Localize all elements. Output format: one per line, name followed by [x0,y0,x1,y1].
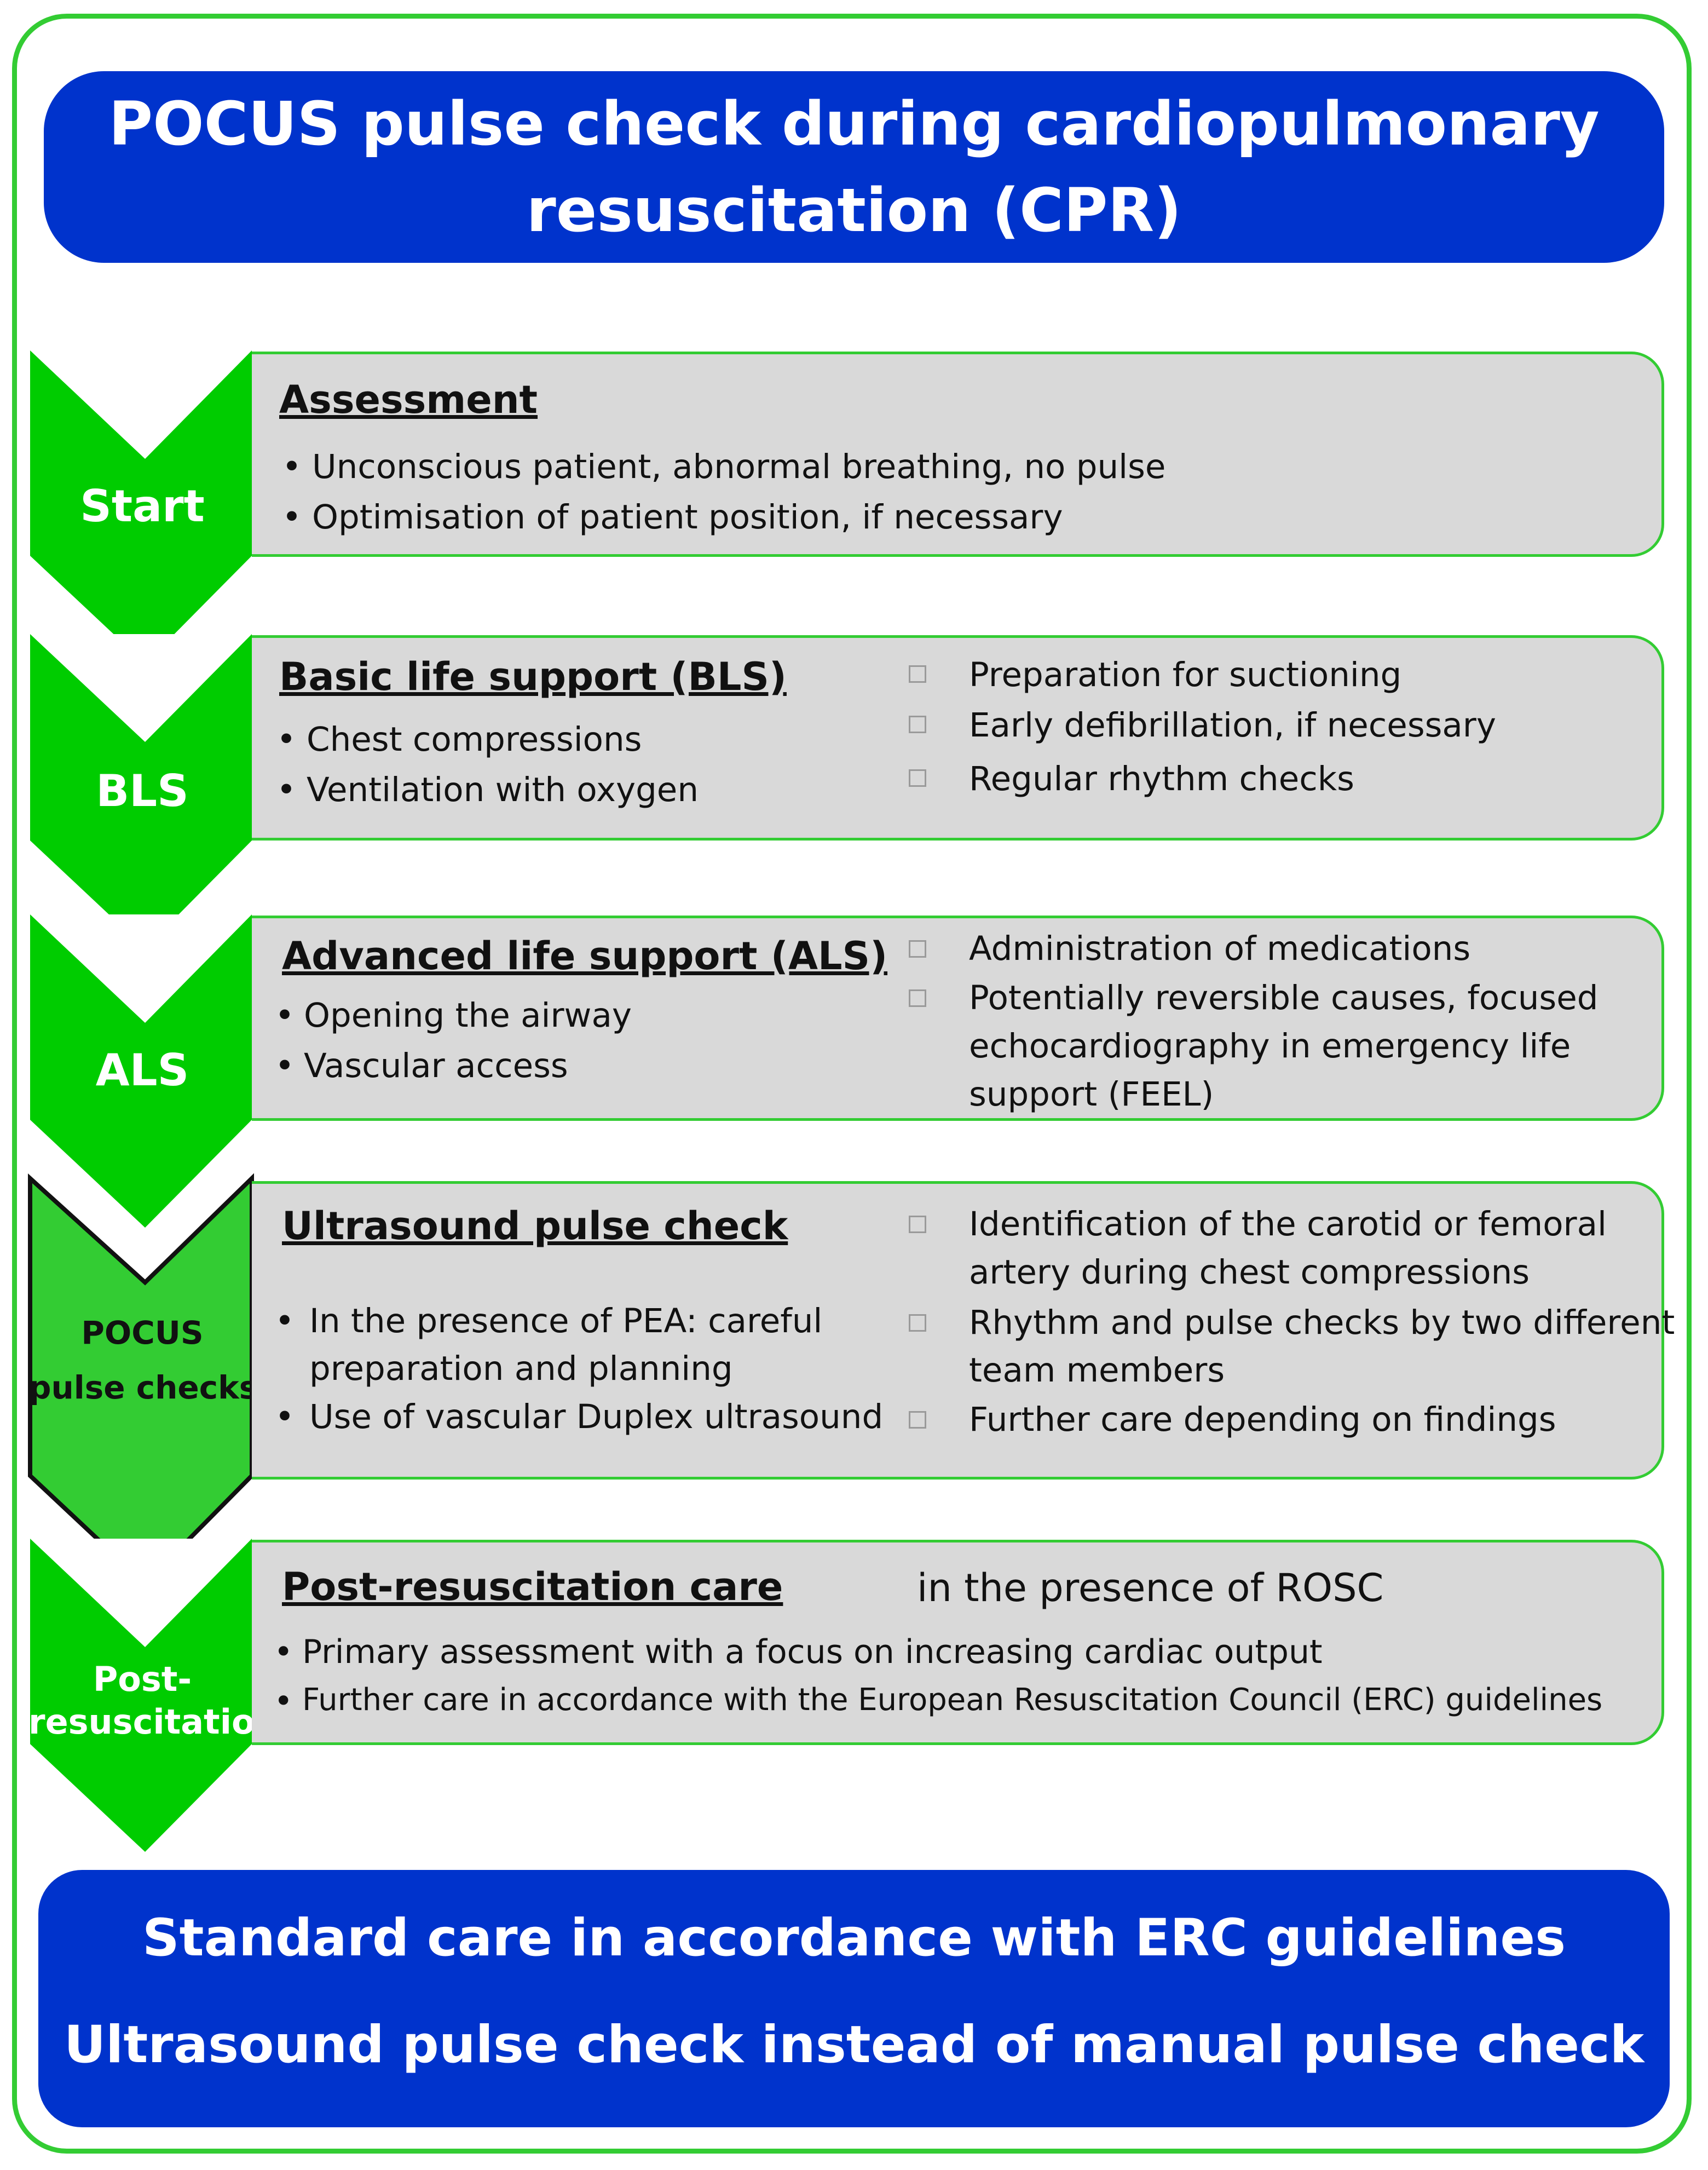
list-item: Potentially reversible causes, focused [969,978,1599,1017]
panel-bls: Basic life support (BLS) • Chest compres… [252,635,1664,841]
list-item: Primary assessment with a focus on incre… [302,1633,1323,1671]
footer-line-2: Ultrasound pulse check instead of manual… [64,2015,1644,2075]
panel-assessment: Assessment • Unconscious patient, abnorm… [252,352,1664,557]
title-line-1: POCUS pulse check during cardiopulmonary [108,89,1600,159]
list-item: Unconscious patient, abnormal breathing,… [312,447,1166,486]
stage-label-post-1: Post- [93,1659,192,1699]
checkbox-icon [909,940,926,958]
list-item: Regular rhythm checks [969,759,1354,798]
chevron-start-notch [30,350,252,459]
panel-als: Advanced life support (ALS) • Opening th… [252,916,1664,1121]
bullet-icon: • [275,1302,295,1340]
panel-heading-note: in the presence of ROSC [917,1565,1384,1610]
footer-line-1: Standard care in accordance with ERC gui… [142,1908,1566,1968]
list-item: Use of vascular Duplex ultrasound [309,1397,884,1436]
list-item: Preparation for suctioning [969,655,1402,694]
list-item: Chest compressions [307,720,642,759]
list-item-continued: support (FEEL) [969,1075,1214,1114]
list-item: Identification of the carotid or femoral [969,1205,1607,1244]
stage-label-post-2: resuscitation [28,1702,279,1742]
stage-label-pocus-2: pulse checks [28,1369,258,1406]
chevron-bls-notch [30,634,252,742]
bullet-icon: • [276,720,296,759]
chevron-als-notch [30,914,252,1023]
bullet-icon: • [275,996,295,1035]
bullet-icon: • [276,770,296,809]
checkbox-icon [909,665,926,683]
chevron-als [30,914,252,1228]
list-item: Further care depending on findings [969,1400,1556,1439]
chevron-bls [30,634,252,948]
checkbox-icon [909,1314,926,1332]
list-item: Ventilation with oxygen [307,770,699,809]
list-item: Further care in accordance with the Euro… [302,1682,1603,1718]
panel-heading: Basic life support (BLS) [279,654,787,699]
panel-heading: Advanced life support (ALS) [282,934,888,978]
list-item-continued: preparation and planning [309,1349,733,1388]
checkbox-icon [909,1411,926,1429]
flow-chevrons [28,350,254,1852]
stage-label-als: ALS [95,1045,189,1096]
outer-frame [12,14,1692,2154]
chevron-post-notch [30,1539,252,1647]
stage-label-pocus-1: POCUS [81,1314,204,1351]
panel-ultrasound: Ultrasound pulse check • In the presence… [252,1181,1675,1480]
list-item: Opening the airway [304,996,632,1035]
title-banner: POCUS pulse check during cardiopulmonary… [44,71,1664,263]
checkbox-icon [909,769,926,787]
list-item: Vascular access [304,1046,568,1085]
list-item: Optimisation of patient position, if nec… [312,498,1063,537]
panel-heading: Ultrasound pulse check [282,1204,788,1248]
panel-heading: Post-resuscitation care [282,1564,783,1609]
checkbox-icon [909,1216,926,1233]
list-item: Rhythm and pulse checks by two different [969,1303,1675,1342]
bullet-icon: • [274,1682,293,1720]
list-item-continued: echocardiography in emergency life [969,1027,1571,1066]
checkbox-icon [909,716,926,733]
chevron-start [30,350,252,664]
stage-label-start: Start [80,481,205,532]
list-item-continued: artery during chest compressions [969,1253,1530,1292]
stage-label-bls: BLS [96,765,189,816]
checkbox-icon [909,989,926,1007]
bullet-icon: • [282,447,302,486]
footer-banner: Standard care in accordance with ERC gui… [38,1870,1670,2127]
bullet-icon: • [282,498,302,537]
panel-heading: Assessment [279,377,538,422]
bullet-icon: • [275,1397,295,1436]
bullet-icon: • [275,1046,295,1085]
bullet-icon: • [274,1633,293,1671]
list-item-continued: team members [969,1351,1225,1390]
panel-post-resuscitation: Post-resuscitation care in the presence … [252,1540,1664,1745]
chevron-post [30,1539,252,1852]
list-item: Early defibrillation, if necessary [969,706,1496,745]
list-item: In the presence of PEA: careful [309,1302,823,1340]
list-item: Administration of medications [969,929,1471,968]
title-line-2: resuscitation (CPR) [526,175,1182,245]
